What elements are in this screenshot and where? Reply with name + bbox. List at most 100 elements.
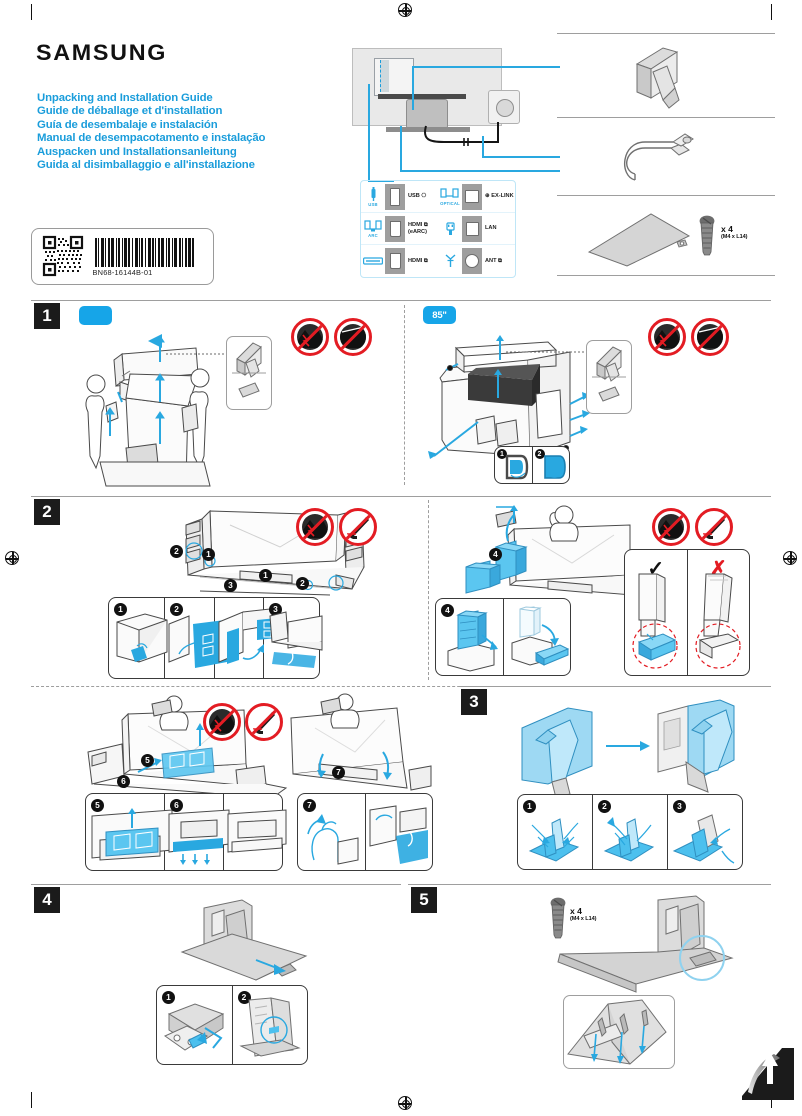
cable-tie-illustration	[623, 133, 694, 181]
step-1-right-inset	[586, 340, 632, 414]
step-2b-callout-5: 5	[141, 754, 154, 767]
step-3-illustration	[521, 699, 735, 799]
step-3-substep-2-badge: 2	[598, 800, 611, 813]
step-2b-substep-5-badge: 5	[91, 799, 104, 812]
step-2b-substeps-56: 5 6	[85, 793, 287, 871]
step-4-substeps: 1 2	[156, 985, 308, 1065]
registration-mark-left	[5, 551, 19, 565]
leader-line-stand	[412, 66, 560, 68]
no-drop-icon-3	[296, 508, 334, 546]
step-1-substep-1-art	[505, 454, 529, 480]
step-1-substep-1: 1	[495, 447, 533, 483]
step-2-section	[31, 496, 771, 497]
port-label-usb-text: USB	[408, 193, 420, 200]
step-2-substep-4b-art	[511, 606, 569, 666]
step-1-right-substeps: 1 2	[494, 446, 570, 484]
step-3-substep-1-art	[528, 818, 580, 862]
step-3-substep-1: 1	[518, 795, 593, 869]
part-number: BN68-16144B-01	[92, 268, 153, 277]
step-2-compare-ng-art	[694, 573, 741, 669]
step-2b-substep-7-badge: 7	[303, 799, 316, 812]
step-3-substep-3: 3	[668, 795, 742, 869]
port-label-hdmi-text: HDMI	[408, 257, 423, 264]
port-row-hdmi-earc: ARC HDMI ⧉ (eARC)	[361, 213, 438, 245]
step-2-compare-ng: ✗	[688, 550, 750, 675]
leader-line-tie-h	[482, 156, 560, 158]
product-label: BN68-16144B-01	[31, 228, 214, 285]
port-label-lan-text: LAN	[485, 225, 497, 232]
step-1-substep-2-badge: 2	[534, 449, 545, 459]
barcode	[95, 238, 201, 267]
accessory-stand-row	[557, 33, 775, 118]
no-sharp-tool-icon-3	[245, 703, 283, 741]
step-2b-substep-7b-art	[369, 805, 428, 864]
step-2-substep-3-badge: 3	[268, 603, 282, 616]
step-2-number: 2	[34, 499, 60, 525]
step-2-callout-3: 3	[224, 579, 237, 592]
guide-title-list: Unpacking and Installation Guide Guide d…	[37, 92, 337, 172]
arc-speaker-icon: ARC	[361, 216, 385, 242]
step-5-detail-art	[567, 999, 667, 1065]
guide-title-de: Auspacken und Installationsanleitung	[37, 145, 237, 158]
step-3-section	[458, 686, 771, 687]
step-2b-substep-6-badge: 6	[170, 799, 183, 812]
leader-line-cover-h	[400, 170, 560, 172]
port-label-ant: ANT ⧉	[485, 257, 503, 264]
step-1-number: 1	[34, 303, 60, 329]
step-4-substep-2: 2	[233, 986, 308, 1064]
step-1-size-badge-left	[79, 306, 112, 325]
hdmi-jack-illustration-2	[385, 248, 405, 274]
step-1-section	[31, 300, 771, 301]
port-row-hdmi: HDMI ⧉	[361, 245, 438, 277]
step-2b-substep-7a: 7	[298, 794, 366, 870]
step-2b-substep-5: 5	[86, 794, 173, 870]
accessory-screw-qty-text: x 4	[721, 224, 733, 234]
step-5-number: 5	[411, 887, 437, 913]
no-lay-flat-icon-2	[691, 318, 729, 356]
guide-title-it: Guida al disimballaggio e all'installazi…	[37, 159, 255, 172]
step-3-substep-2: 2	[593, 795, 668, 869]
port-row-optical: OPTICAL ⊕ EX-LINK	[438, 181, 515, 213]
step-5-illustration	[557, 895, 734, 993]
step-2-callout-1a: 1	[202, 548, 215, 561]
crop-mark-tl-v	[31, 4, 32, 20]
step-2-callout-2a: 2	[170, 545, 183, 558]
step-2-compare-frame: ✓ ✗	[624, 549, 750, 676]
step-2b-substep-6-art	[168, 809, 230, 865]
step-2-substep-4-badge: 4	[441, 604, 454, 617]
port-row-usb: USB USB ⎔	[361, 181, 438, 213]
step-2b-substep-5-art	[91, 808, 173, 861]
step-2b-callout-7: 7	[332, 766, 345, 779]
no-drop-icon-1	[291, 318, 329, 356]
guide-title-es: Guía de desembalaje e instalación	[37, 118, 218, 131]
step-5-screw-qty-text: x 4	[570, 906, 582, 916]
step-2-callout-4a: 4	[489, 548, 502, 561]
usb-icon: USB	[361, 184, 385, 210]
step-2b-callout-6: 6	[117, 775, 130, 788]
ant-jack-illustration	[462, 248, 482, 274]
step-2b-divider	[31, 686, 771, 687]
port-column-left: USB USB ⎔ ARC HDMI ⧉ (eARC)	[361, 181, 438, 277]
no-drop-icon-4	[652, 508, 690, 546]
step-2b-right-illustration	[290, 693, 432, 791]
step-2-left-substeps: 1 2	[108, 597, 323, 679]
registration-mark-bottom	[398, 1096, 412, 1110]
no-sharp-tool-icon-2	[695, 508, 733, 546]
step-2b-substep-7a-art	[307, 814, 359, 865]
antenna-icon	[438, 248, 462, 274]
corner-arrow-logo	[742, 1048, 794, 1100]
guide-title-en: Unpacking and Installation Guide	[37, 92, 213, 104]
step-1-left-inset	[226, 336, 272, 410]
optical-icon: OPTICAL	[438, 184, 462, 210]
port-label-exlink: ⊕ EX-LINK	[485, 193, 514, 200]
step-5-section	[408, 884, 771, 885]
step-2-substep-1-art	[116, 613, 168, 663]
step-2-compare-ok: ✓	[625, 550, 688, 675]
step-2-substep-1-badge: 1	[114, 603, 127, 616]
port-legend-grid: USB USB ⎔ ARC HDMI ⧉ (eARC)	[360, 180, 516, 278]
tv-rear-connection-diagram	[352, 44, 560, 182]
step-2b-substep-7b	[366, 794, 433, 870]
port-label-exlink-text: EX-LINK	[491, 193, 514, 200]
step-2-substep-2-badge: 2	[170, 603, 184, 616]
step-5-screw-spec-text: (M4 x L14)	[570, 916, 597, 922]
